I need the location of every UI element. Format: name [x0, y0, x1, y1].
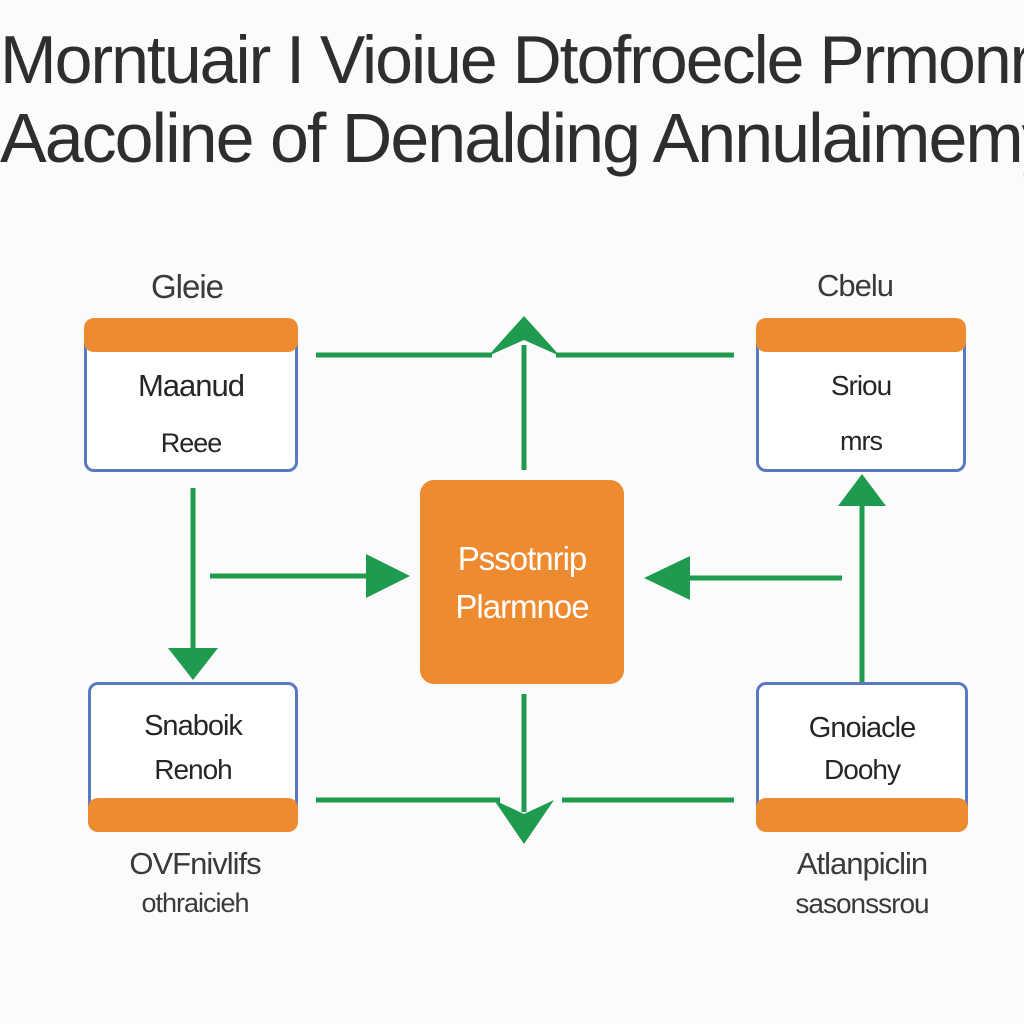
top-right-card-header-bar — [756, 318, 966, 352]
center-node-line-1: Pssotnrip — [457, 540, 588, 577]
arrowhead-up-right — [838, 474, 886, 506]
arrowhead-right-center — [366, 554, 410, 598]
diagram-title-line-1: Morntuair I Vioiue Dtofroecle Prmonr — [0, 22, 1024, 98]
bottom-right-caption-line-2: sasonssrou — [795, 888, 929, 919]
top-left-card: Maanud Reee — [84, 318, 298, 472]
top-left-card-line-2: Reee — [160, 428, 223, 458]
center-node: Pssotnrip Plarmnoe — [420, 480, 624, 684]
arrowhead-down-left — [168, 648, 218, 680]
bottom-left-card-line-2: Renoh — [154, 754, 233, 785]
diagram-title-line-2: Aacoline of Denalding Annulaimemy — [0, 99, 1024, 177]
top-right-card: Sriou mrs — [756, 318, 966, 472]
top-left-card-header-bar — [84, 318, 298, 352]
top-left-card-line-1: Maanud — [137, 368, 245, 403]
bottom-left-caption-line-2: othraicieh — [141, 888, 249, 918]
top-right-card-line-1: Sriou — [830, 370, 892, 401]
top-right-caption: Cbelu — [817, 268, 894, 303]
bottom-left-card: Snaboik Renoh — [88, 682, 298, 836]
bottom-right-caption-line-1: Atlanpiclin — [796, 846, 928, 881]
top-left-caption: Gleie — [150, 268, 224, 305]
arrowhead-down-center — [494, 800, 554, 844]
arrowhead-up-center — [488, 316, 560, 356]
bottom-right-card: Gnoiacle Doohy — [756, 682, 968, 836]
bottom-left-caption-line-1: OVFnivlifs — [129, 846, 261, 881]
arrowhead-left-center — [644, 556, 690, 600]
bottom-right-card-line-2: Doohy — [824, 754, 901, 785]
top-right-card-line-2: mrs — [840, 426, 883, 456]
bottom-left-card-line-1: Snaboik — [144, 710, 243, 742]
bottom-right-card-line-1: Gnoiacle — [808, 712, 916, 744]
bottom-right-card-footer-bar — [756, 798, 968, 832]
bottom-left-card-footer-bar — [88, 798, 298, 832]
center-node-line-2: Plarmnoe — [455, 588, 589, 625]
